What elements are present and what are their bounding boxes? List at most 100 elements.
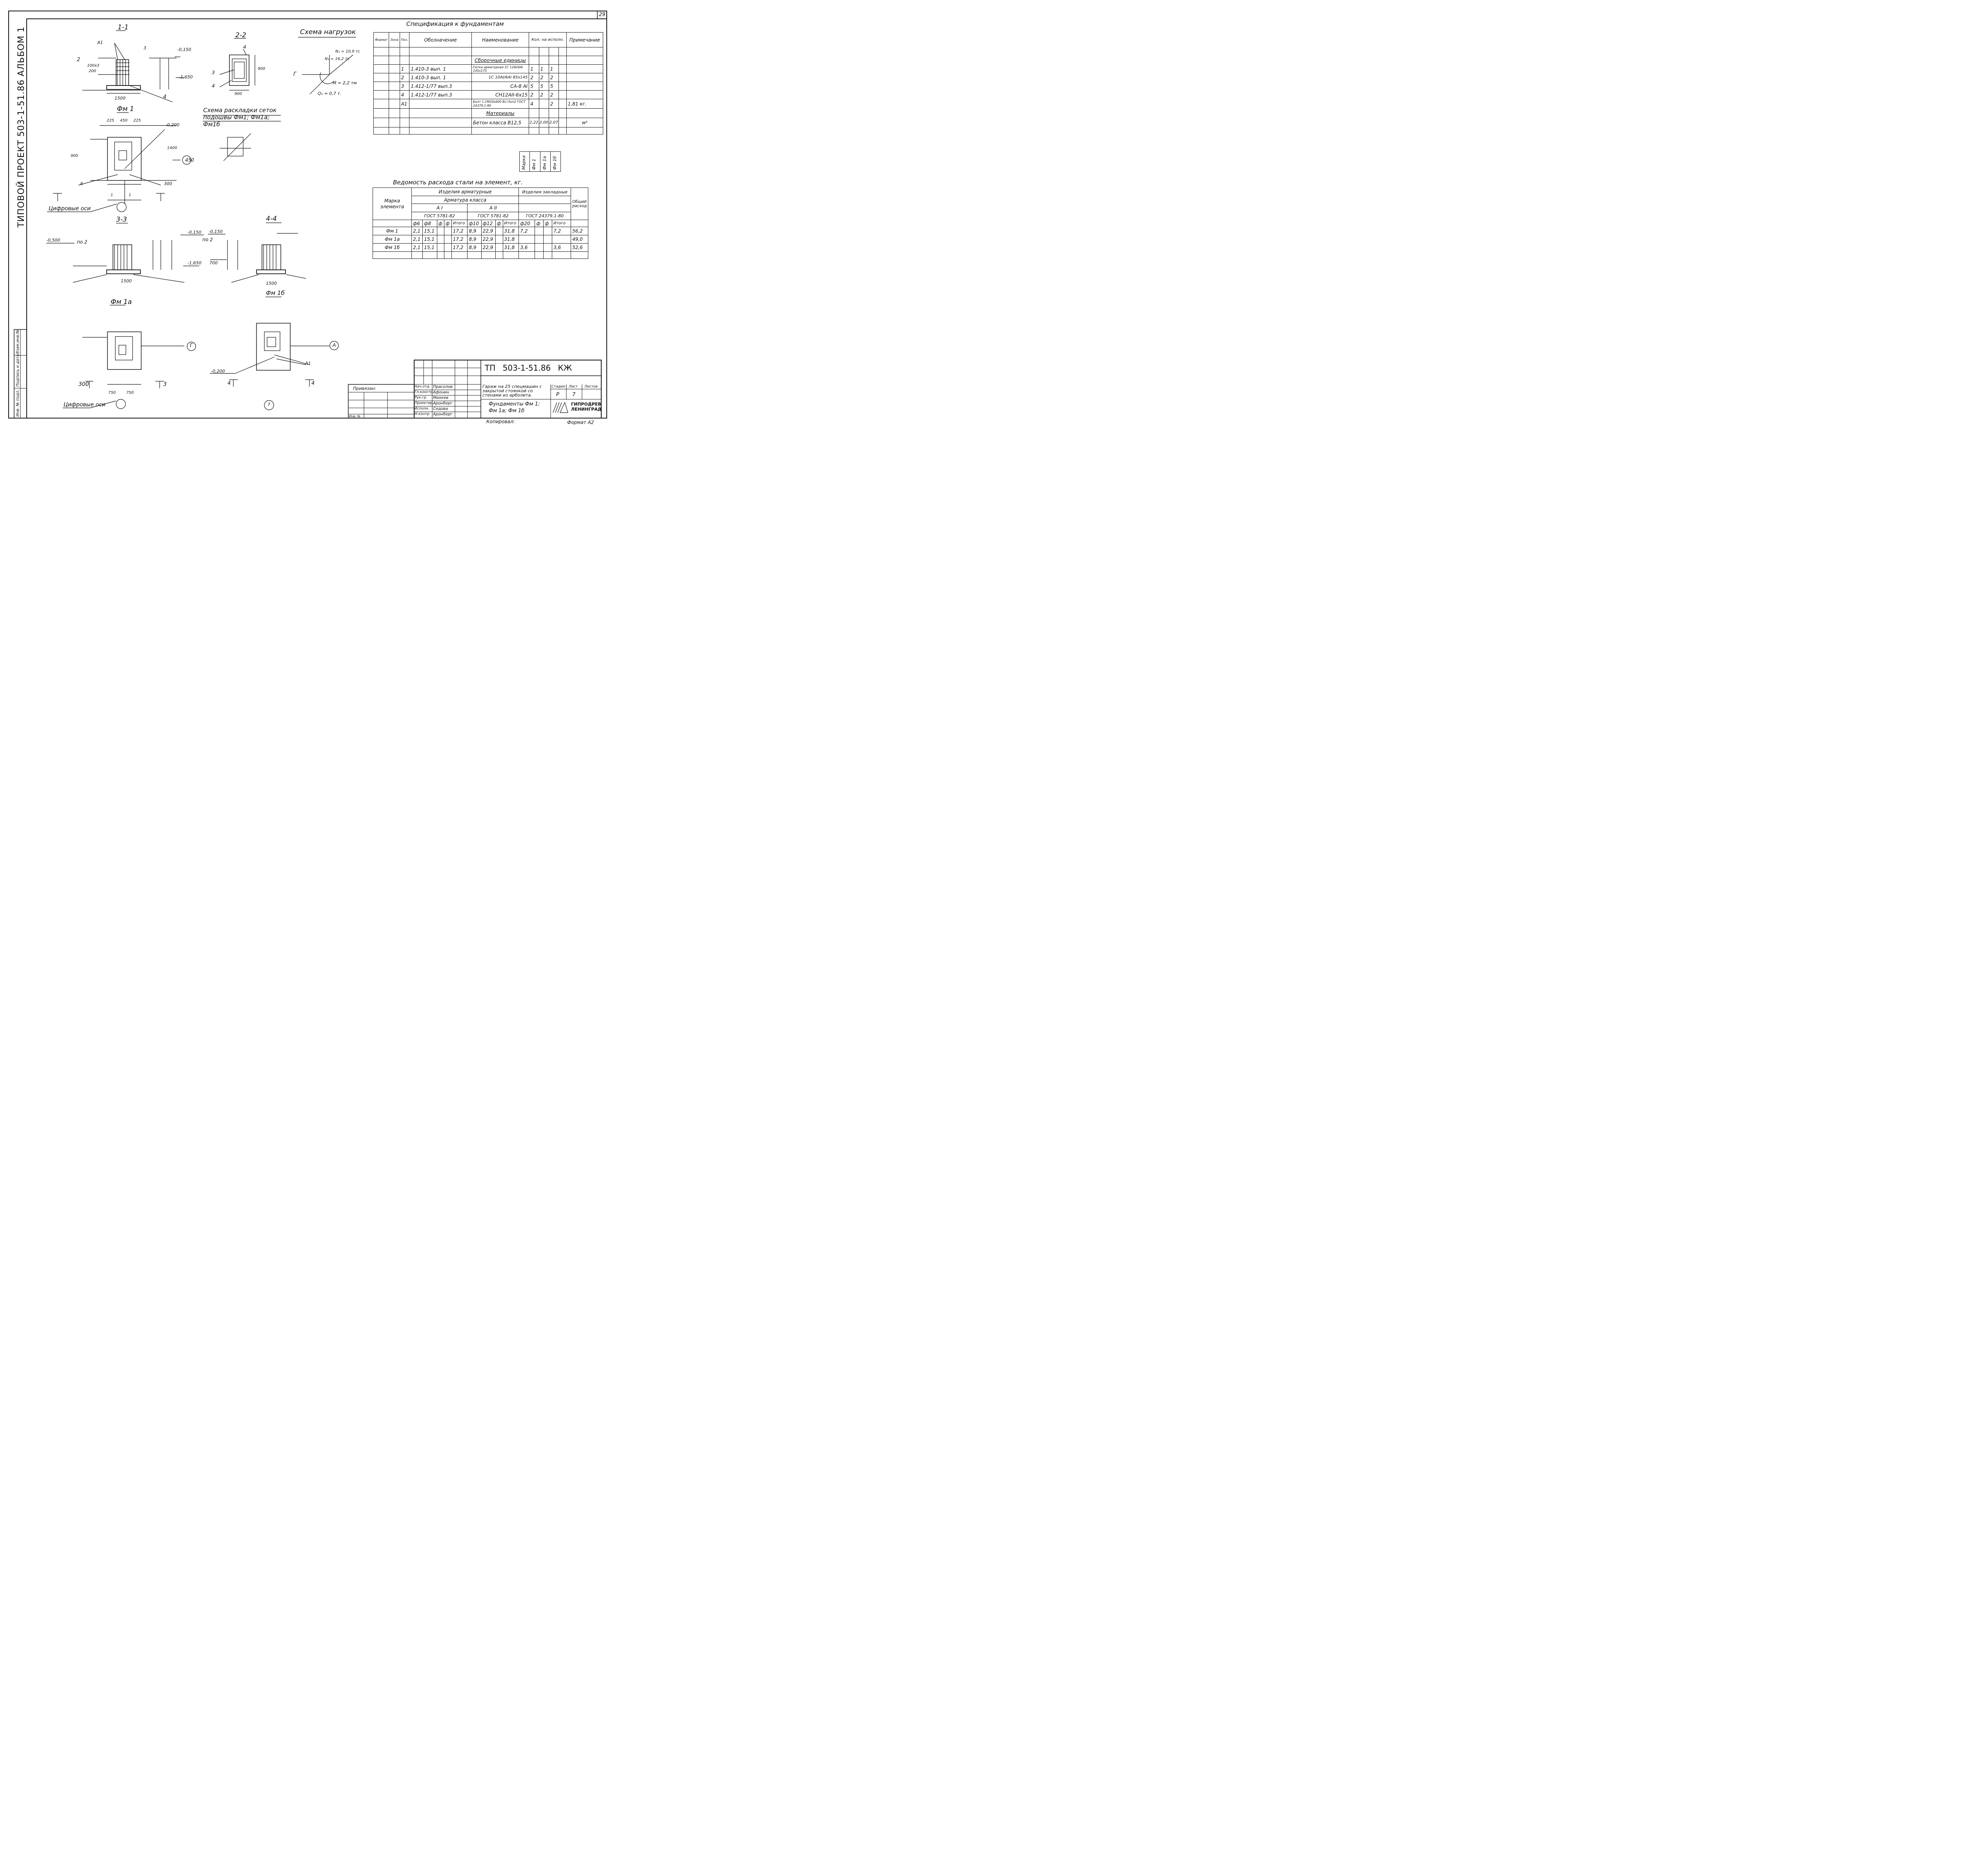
dim-label: -1,650 — [187, 260, 202, 266]
spec-row: Материалы — [373, 108, 604, 118]
load-scheme-geometry — [298, 37, 356, 95]
spec-h-pos: Поз. — [399, 32, 410, 47]
dim-label: 900 — [71, 154, 78, 158]
dim-label: 200 — [89, 69, 96, 73]
steel-table: Марка элемента Изделия арматурные Издели… — [373, 187, 588, 259]
stamp-role: Исполн. — [415, 407, 429, 411]
dim-label: 3 — [144, 45, 146, 51]
section-3-3-title: 3-3 — [116, 216, 127, 224]
stamp-person: Седова — [433, 407, 448, 411]
spec-table: Формат Зона Поз. Обозначение Наименовани… — [373, 32, 604, 135]
dim-label: 4 — [243, 44, 246, 50]
mesh-scheme-geometry — [203, 115, 281, 161]
drawing-linework — [46, 30, 568, 413]
stamp-object: Гараж на 25 спецмашин с закрытой стоянко… — [482, 384, 542, 398]
dim-label: 900 — [235, 92, 242, 96]
spec-row: Сборочные единицы — [373, 56, 604, 65]
dim-label: -0,150 — [187, 230, 202, 235]
load-label: Г — [293, 71, 297, 77]
stamp-person: Аронберг — [433, 412, 453, 417]
dim-label: 750 — [126, 391, 134, 395]
spec-title: Спецификация к фундаментам — [406, 20, 504, 27]
stamp-role: Гл.констр. — [415, 390, 434, 394]
stamp-org: ГИПРОДРЕВ ЛЕНИНГРАД — [571, 402, 602, 412]
dim-label: по 2 — [202, 237, 213, 242]
dim-label: 1500 — [115, 96, 126, 101]
load-label: N₁ = 16,2 тс — [325, 57, 349, 61]
frame — [8, 11, 607, 419]
dim-label: 4 — [227, 380, 231, 386]
stamp-role: Рук.гр. — [415, 396, 427, 400]
dim-label: 750 — [108, 391, 116, 395]
load-scheme-title: Схема нагрузок — [300, 28, 356, 36]
page-number: 29 — [599, 12, 606, 18]
dim-label: Г — [190, 343, 193, 349]
spec-h-name: Наименование — [471, 32, 529, 47]
stamp-person: Прасолов — [433, 385, 453, 389]
mesh-scheme-title: Схема раскладки сеток подошвы Фм1; Фм1а;… — [203, 107, 277, 128]
fm1b-title: Фм 1б — [266, 289, 285, 297]
dim-label: -0,200 — [166, 122, 180, 127]
dim-label: -1,650 — [179, 75, 193, 80]
dim-label: 225 — [107, 118, 115, 123]
load-label: Q₁ = 0,7 т. — [318, 91, 342, 96]
dim-label: 3 — [212, 70, 215, 75]
stamp-stage: Р — [556, 392, 559, 398]
dim-label: А — [333, 342, 336, 348]
dim-label: А1 — [305, 361, 311, 366]
spec-h-designation: Обозначение — [409, 32, 472, 47]
dim-label: 450 — [185, 157, 194, 163]
dim-label: 1500 — [121, 278, 132, 284]
stamp-sheet: 7 — [572, 392, 576, 398]
org-logo-shape — [553, 402, 568, 413]
dim-label: 2 — [77, 57, 80, 63]
stamp-sheet-header: Лист — [569, 385, 578, 389]
stamp-person: Аронберг — [433, 401, 453, 406]
fm1-axes-caption: Цифровые оси — [49, 206, 91, 212]
dim-label: -0,200 — [211, 369, 225, 374]
section-4-4-geometry — [208, 222, 306, 283]
load-label: N₂ = 10,9 тс — [335, 49, 360, 54]
stamp-stage-header: Стадия — [551, 385, 565, 389]
stamp-sheets-header: Листов — [584, 385, 598, 389]
stamp-person: Афонин — [433, 390, 449, 395]
dim-label: 4 — [212, 83, 215, 89]
fm1a-axes-caption: Цифровые оси — [64, 402, 106, 408]
dim-label: 4 — [163, 94, 167, 100]
load-label: М = 2,2 тм — [333, 80, 357, 86]
section-2-2-geometry — [219, 38, 255, 91]
dim-label: 100х3 — [87, 64, 100, 68]
steel-h-embedded: Изделия закладные — [518, 187, 571, 196]
dim-label: 225 — [133, 118, 141, 123]
dim-label: 300 — [164, 181, 172, 186]
stamp-role: Проектир. — [415, 401, 434, 405]
dim-label: 1500 — [266, 281, 277, 286]
stamp-frame — [348, 360, 602, 419]
dim-label: 700 — [209, 260, 218, 266]
dim-label: 4 — [311, 380, 315, 386]
stamp-person: Михеев — [433, 396, 449, 400]
dim-label: 1400 — [167, 146, 177, 150]
steel-h-total: Общий расход — [571, 187, 588, 220]
section-2-2-title: 2-2 — [235, 31, 246, 39]
stamp-role: Н.контр. — [415, 412, 431, 416]
fm1b-plan-geometry — [210, 297, 339, 410]
section-4-4-title: 4-4 — [266, 215, 277, 223]
fm1a-title: Фм 1а — [111, 298, 132, 306]
spec-marks: Марка Фм 1 Фм 1а Фм 1б — [519, 151, 561, 172]
drawing-sheet: 29 ТИПОВОЙ ПРОЕКТ 503-1-51.86 АЛЬБОМ 1 И… — [0, 0, 615, 433]
fm1-title: Фм 1 — [117, 105, 134, 113]
stamp-inv: Инв. № — [349, 415, 361, 418]
steel-h-mark: Марка элемента — [373, 187, 412, 220]
dim-label: -0,500 — [46, 238, 60, 243]
dim-label: -0,150 — [209, 229, 223, 234]
dim-label: 3 — [163, 381, 167, 388]
dim-label: 1 — [129, 193, 131, 197]
copied-caption: Копировал: — [486, 419, 515, 424]
section-3-3-geometry — [46, 223, 204, 283]
